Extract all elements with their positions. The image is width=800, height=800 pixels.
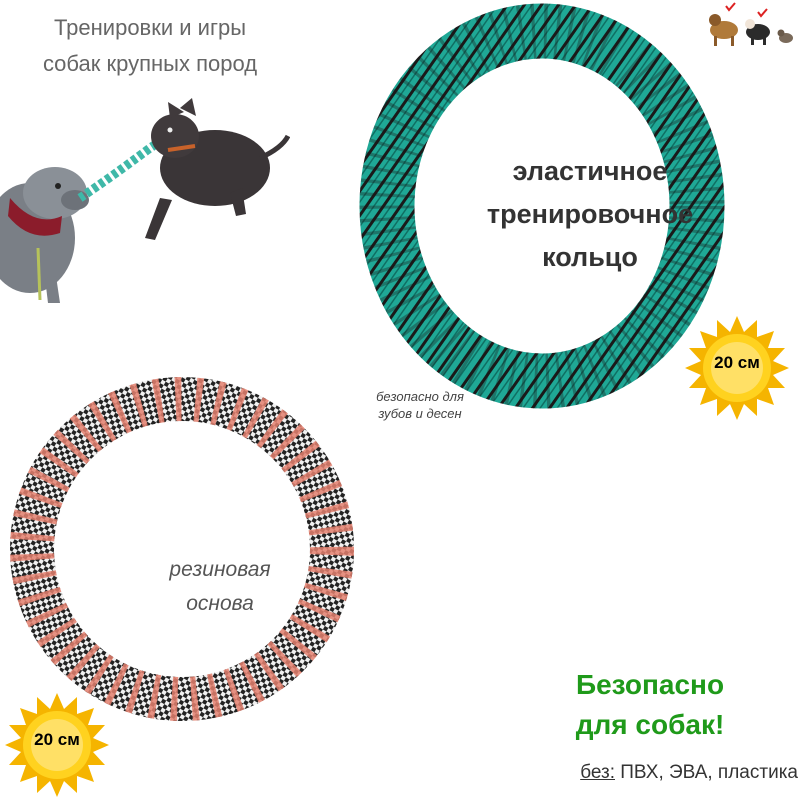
headline-line-1: Тренировки и игры [53, 15, 247, 40]
black-dog-illustration [145, 98, 290, 240]
size-label-top: 20 см [714, 353, 760, 372]
promo-line-1: Безопасно [575, 669, 725, 700]
small-dog-icon [777, 29, 793, 43]
rubber-label-line-1: резиновая [169, 558, 271, 581]
size-badge-top: 20 см [682, 313, 792, 423]
rubber-label-line-2: основа [186, 592, 254, 615]
teal-ring-label: эластичное тренировочное кольцо [440, 150, 740, 279]
breed-size-thumbnail [706, 2, 798, 52]
safety-note: безопасно для зубов и десен [350, 388, 490, 422]
collie-dog-icon [745, 19, 770, 45]
materials-line: без: ПВХ, ЭВА, пластика [488, 760, 798, 786]
teal-training-ring [359, 3, 725, 409]
size-badge-bottom: 20 см [2, 690, 112, 800]
safety-note-line-1: безопасно для [376, 389, 464, 404]
checkmark-icon [725, 2, 736, 12]
safe-for-dogs-promo: Безопасно для собак! [540, 665, 760, 745]
size-label-bottom: 20 см [34, 730, 80, 749]
teal-label-line-2: тренировочное [486, 199, 694, 229]
shepherd-dog-icon [709, 14, 738, 46]
checkmark-icon [757, 8, 768, 18]
promo-line-2: для собак! [575, 709, 725, 740]
headline: Тренировки и игры собак крупных пород [10, 10, 290, 82]
teal-label-line-3: кольцо [542, 242, 638, 272]
safety-note-line-2: зубов и десен [378, 406, 462, 421]
teal-label-line-1: эластичное [512, 156, 668, 186]
dogs-tug-photo [0, 98, 290, 303]
red-rubber-ring [10, 377, 354, 721]
materials-prefix: без: [580, 762, 615, 783]
rubber-base-label: резиновая основа [140, 553, 300, 621]
sun-icon [5, 693, 109, 797]
materials-list: ПВХ, ЭВА, пластика [615, 762, 798, 783]
grey-dog-illustration [0, 167, 89, 303]
headline-line-2: собак крупных пород [42, 51, 258, 76]
sun-icon [685, 316, 789, 420]
